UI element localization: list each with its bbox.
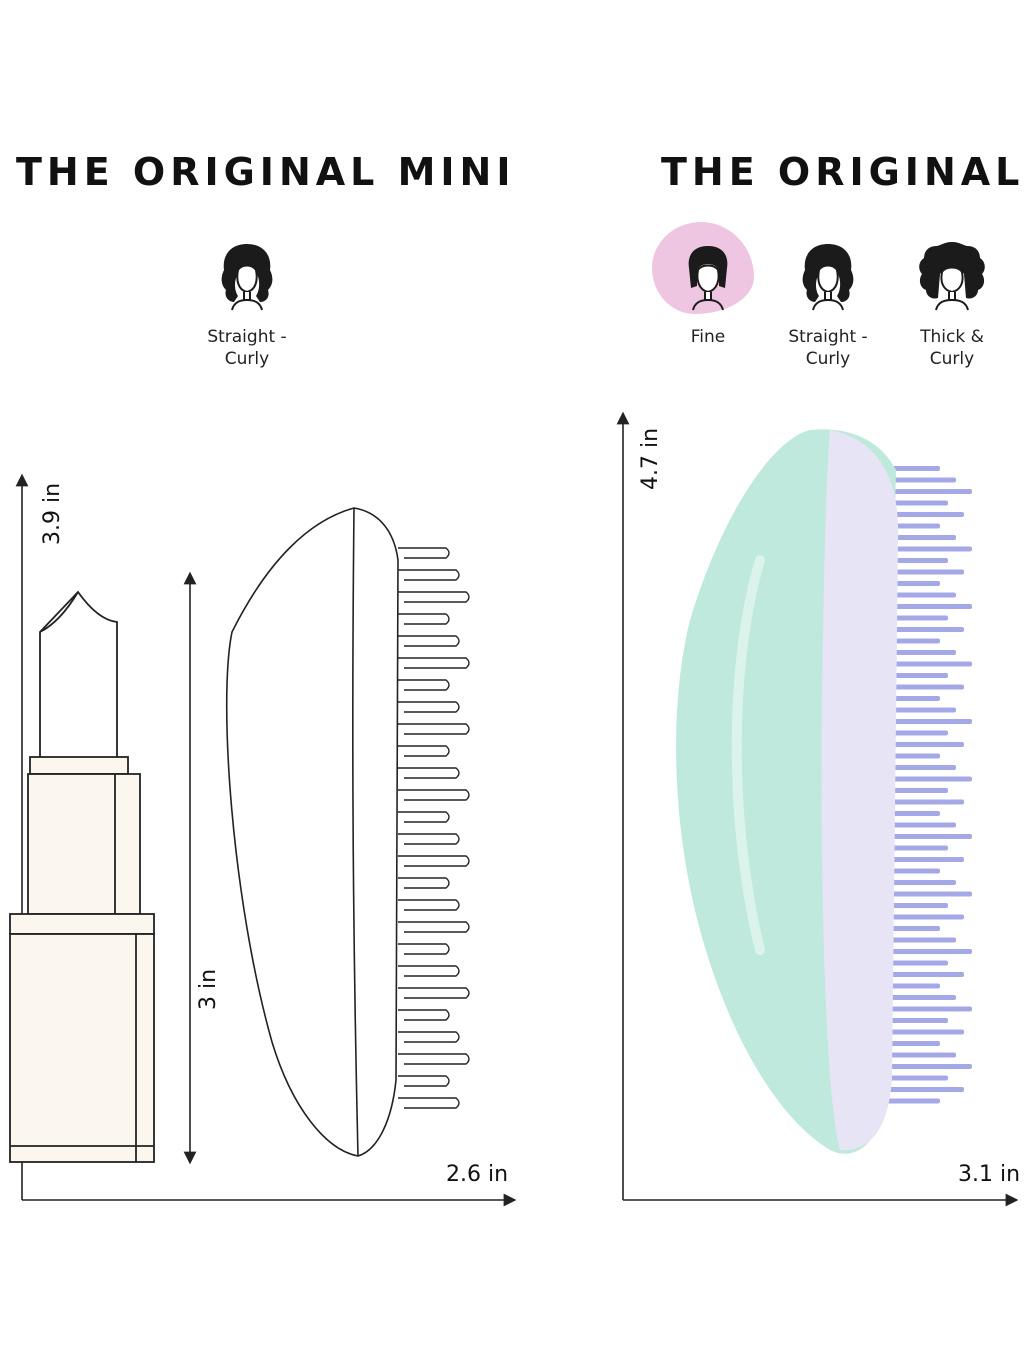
brush-tooth: [880, 730, 948, 736]
original-width-label: 3.1 in: [958, 1162, 1021, 1187]
mini-brush-height-label: 3 in: [196, 968, 221, 1010]
brush-tooth: [880, 995, 956, 1000]
mini-brush-teeth: [398, 547, 470, 1109]
brush-tooth: [880, 880, 956, 885]
hair-type-label: Straight - Curly: [207, 327, 287, 369]
mini-hair-type-straight-curly: Straight - Curly: [182, 240, 312, 370]
brush-tooth: [880, 811, 940, 816]
brush-tooth: [880, 650, 956, 655]
brush-tooth: [880, 972, 964, 977]
brush-tooth: [880, 845, 948, 851]
brush-tooth: [880, 592, 956, 598]
brush-tooth: [880, 546, 972, 552]
hair-type-label: Thick & Curly: [920, 327, 984, 369]
fine-hair-woman-icon: [688, 246, 728, 311]
brush-tooth: [880, 1041, 940, 1046]
brush-tooth: [880, 799, 964, 805]
hair-type-label: Fine: [690, 327, 726, 347]
brush-tooth: [880, 512, 964, 517]
brush-tooth: [880, 1087, 964, 1092]
original-hair-type-straight-curly: Straight - Curly: [763, 240, 893, 370]
original-hair-type-fine: Fine: [643, 240, 773, 348]
brush-tooth: [880, 926, 940, 931]
curly-hair-woman-icon: [919, 242, 985, 311]
brush-tooth: [880, 684, 964, 690]
brush-tooth: [880, 477, 956, 483]
brush-tooth: [880, 1075, 948, 1081]
brush-tooth: [880, 949, 972, 954]
brush-tooth: [880, 1064, 972, 1069]
mini-title: THE ORIGINAL MINI: [16, 150, 516, 194]
brush-tooth: [880, 868, 940, 874]
brush-tooth: [880, 914, 964, 920]
brush-tooth: [880, 661, 972, 667]
original-axes: [616, 411, 1019, 1207]
brush-tooth: [880, 891, 972, 897]
brush-tooth: [880, 569, 964, 575]
brush-tooth: [880, 707, 956, 713]
brush-tooth: [880, 1052, 956, 1058]
brush-tooth: [880, 834, 972, 839]
brush-tooth: [880, 719, 972, 724]
brush-tooth: [880, 1029, 964, 1035]
brush-tooth: [880, 489, 972, 494]
brush-tooth: [880, 742, 964, 747]
brush-tooth: [880, 1018, 948, 1023]
original-title: THE ORIGINAL: [661, 150, 1024, 194]
brush-tooth: [880, 500, 948, 506]
original-hair-type-thick-curly: Thick & Curly: [887, 240, 1017, 370]
brush-tooth: [880, 788, 948, 793]
wavy-hair-woman-icon: [802, 244, 854, 311]
brush-tooth: [880, 604, 972, 609]
brush-tooth: [880, 857, 964, 862]
brush-tooth: [880, 776, 972, 782]
original-brush-illustration: [676, 429, 972, 1154]
brush-tooth: [880, 903, 948, 908]
hair-type-label: Straight - Curly: [788, 327, 868, 369]
original-height-label: 4.7 in: [638, 427, 663, 490]
brush-tooth: [880, 1098, 940, 1104]
brush-tooth: [880, 1006, 972, 1012]
brush-tooth: [880, 983, 940, 989]
brush-tooth: [880, 937, 956, 943]
mini-brush-illustration: [225, 507, 470, 1157]
brush-tooth: [880, 822, 956, 828]
brush-tooth: [880, 673, 948, 678]
wavy-hair-woman-icon: [221, 244, 273, 311]
lipstick-illustration: [9, 590, 155, 1163]
mini-overall-height-label: 3.9 in: [40, 482, 65, 545]
brush-tooth: [880, 627, 964, 632]
brush-tooth: [880, 535, 956, 540]
mini-width-label: 2.6 in: [446, 1162, 509, 1187]
brush-tooth: [880, 765, 956, 770]
brush-tooth: [880, 960, 948, 966]
